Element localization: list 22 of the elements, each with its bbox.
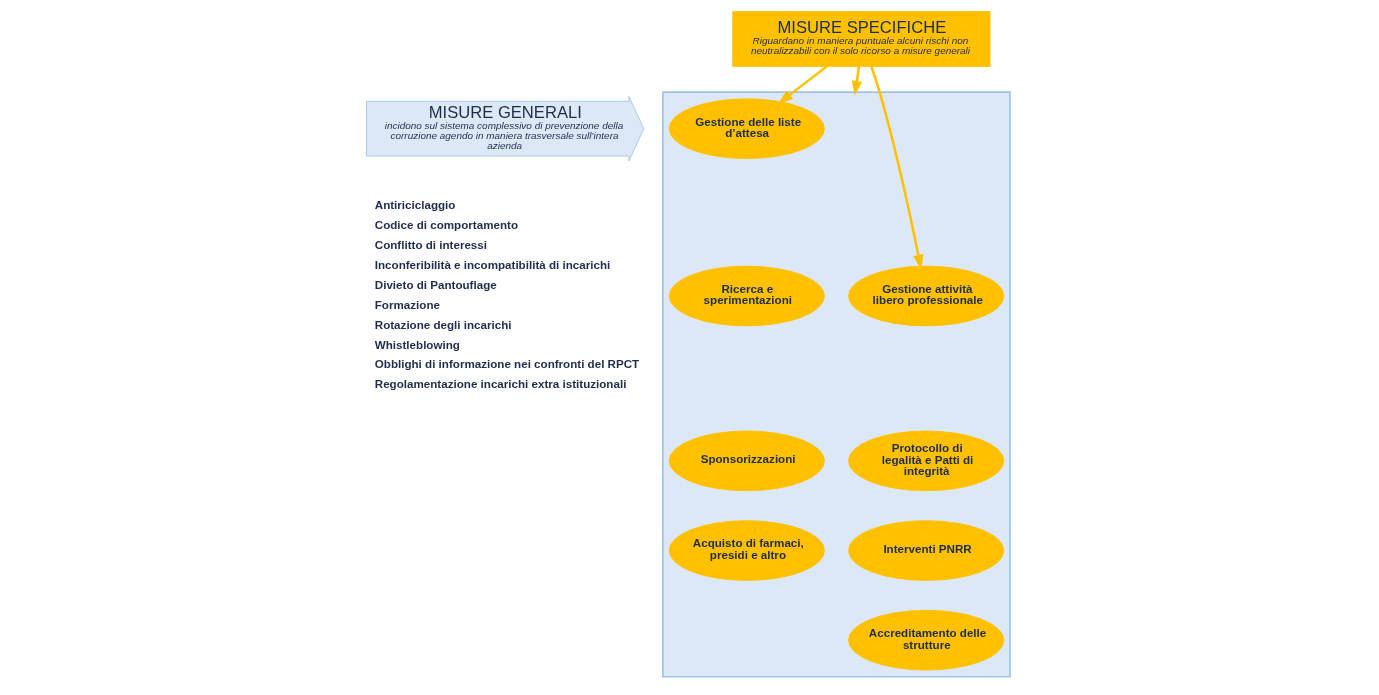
label: Whistleblowing	[374, 337, 460, 351]
arrow	[851, 66, 863, 96]
label: Antiriciclaggio	[374, 197, 456, 211]
node-ellipse: Accreditamento delle strutture	[848, 609, 1005, 671]
label: Formazione	[374, 297, 440, 311]
label: Divieto di Pantouflage	[374, 277, 497, 291]
label: Regolamentazione incarichi extra istituzionali	[374, 377, 627, 391]
node-ellipse: Interventi PNRR	[848, 520, 1005, 581]
node-box: MISURE SPECIFICHE Riguardano in maniera puntuale alcuni rischi non neutralizzabili con il solo ricorso a misure generali	[732, 11, 991, 67]
label: Inconferibilità e incompatibilità di incarichi	[374, 257, 611, 271]
arrow	[778, 65, 828, 104]
node-ellipse: Protocollo di legalità e Patti di integrità	[848, 430, 1005, 492]
node-ellipse: Sponsorizzazioni	[668, 430, 825, 492]
label: Obblighi di informazione nei confronti del RPCT	[374, 357, 640, 371]
label: Codice di comportamento	[374, 217, 518, 231]
node-ellipse: Acquisto di farmaci, presidi e altro	[668, 520, 825, 581]
label: Conflitto di interessi	[374, 237, 488, 251]
label: Rotazione degli incarichi	[374, 317, 512, 331]
arrow	[870, 66, 924, 270]
node-ellipse: Gestione attività libero professionale	[848, 265, 1005, 327]
node-ellipse: Ricerca e sperimentazioni	[668, 265, 825, 327]
node-ellipse: Gestione delle liste d’attesa	[668, 98, 825, 159]
